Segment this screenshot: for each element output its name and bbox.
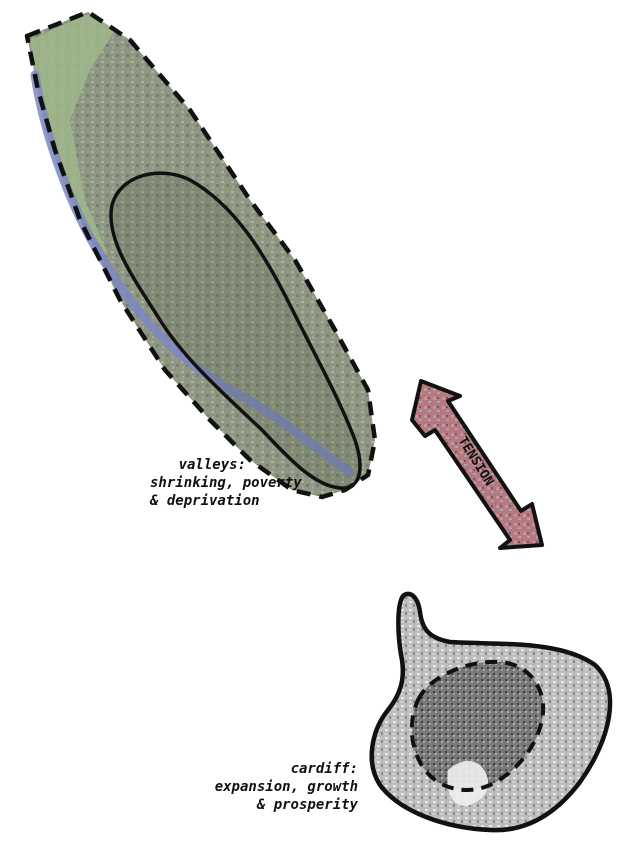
valleys-caption: valleys: shrinking, poverty & deprivatio… — [150, 456, 246, 510]
valleys-caption-line: shrinking, poverty — [150, 474, 246, 492]
valleys-region — [27, 12, 375, 497]
cardiff-caption-line: expansion, growth — [150, 778, 358, 796]
tension-arrow: TENSION — [412, 381, 542, 548]
cardiff-caption-line: & prosperity — [150, 796, 358, 814]
valleys-caption-line: valleys: — [150, 456, 246, 474]
valleys-caption-line: & deprivation — [150, 492, 246, 510]
cardiff-caption-line: cardiff: — [150, 760, 358, 778]
cardiff-region — [372, 594, 610, 830]
cardiff-caption: cardiff: expansion, growth & prosperity — [150, 760, 358, 814]
